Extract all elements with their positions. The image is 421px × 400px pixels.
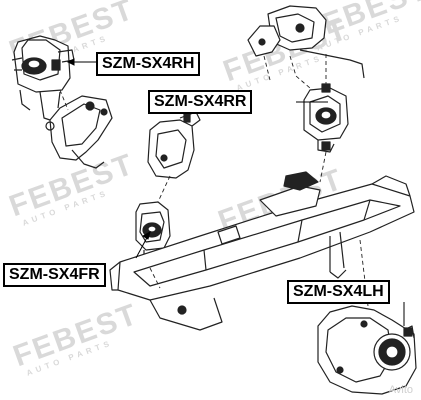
- label-szm-sx4rh: SZM-SX4RH: [96, 52, 201, 76]
- crossmember-drawing: [109, 171, 415, 331]
- label-szm-sx4lh: SZM-SX4LH: [287, 280, 390, 304]
- mount-rr-drawing: [303, 83, 349, 153]
- label-szm-sx4fr: SZM-SX4FR: [3, 263, 106, 287]
- bracket-left-drawing: [45, 95, 113, 169]
- mount-lh-drawing: [317, 305, 417, 395]
- label-szm-sx4rr: SZM-SX4RR: [148, 90, 253, 114]
- bracket-front-drawing: [147, 111, 201, 179]
- corner-watermark: Avito: [388, 384, 413, 396]
- bracket-top-right-drawing: [247, 5, 365, 79]
- mount-rh-drawing: [11, 35, 75, 121]
